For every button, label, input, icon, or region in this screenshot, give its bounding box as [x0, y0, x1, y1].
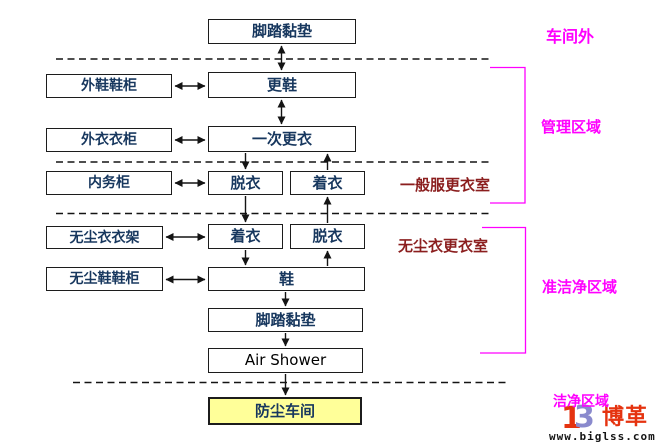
- node-dress-dustfree: 着衣: [208, 224, 283, 249]
- node-undress-general: 脱衣: [208, 171, 283, 195]
- zone-label-dustfree-changing-room: 无尘衣更衣室: [398, 237, 489, 255]
- zone-label-general-changing-room: 一般服更衣室: [400, 176, 491, 194]
- node-dustfree-shoe-cabinet: 无尘鞋鞋柜: [46, 267, 163, 291]
- watermark-brand-text: 博革: [602, 405, 649, 430]
- zone-label-outside-workshop: 车间外: [546, 27, 595, 46]
- node-mat-bottom: 脚踏黏垫: [208, 308, 363, 332]
- watermark-mark-red-one: 1: [561, 401, 582, 436]
- node-dustproof-workshop: 防尘车间: [208, 397, 362, 425]
- watermark-mark-blue-three: 3: [574, 400, 595, 435]
- node-air-shower: Air Shower: [208, 348, 363, 373]
- node-undress-dustfree: 脱衣: [290, 224, 365, 249]
- zone-label-management-area: 管理区域: [541, 118, 602, 136]
- zone-label-clean-area: 洁净区域: [553, 394, 609, 410]
- node-change-shoes: 更鞋: [208, 72, 356, 98]
- node-shoes: 鞋: [208, 267, 365, 291]
- node-outerwear-wardrobe: 外衣衣柜: [46, 128, 172, 152]
- node-outdoor-shoe-cabinet: 外鞋鞋柜: [46, 74, 172, 98]
- node-dustfree-clothes-rack: 无尘衣衣架: [46, 226, 163, 249]
- node-dress-general: 着衣: [290, 171, 365, 195]
- zone-label-semi-clean-area: 准洁净区域: [542, 278, 618, 296]
- node-housekeeping-cabinet: 内务柜: [46, 171, 172, 195]
- node-first-change: 一次更衣: [208, 126, 356, 152]
- bracket-semi-clean-area: [480, 226, 527, 354]
- bracket-management-area: [490, 66, 526, 204]
- node-mat-top: 脚踏黏垫: [208, 19, 356, 44]
- watermark-url-text: www.biglss.com: [549, 430, 656, 443]
